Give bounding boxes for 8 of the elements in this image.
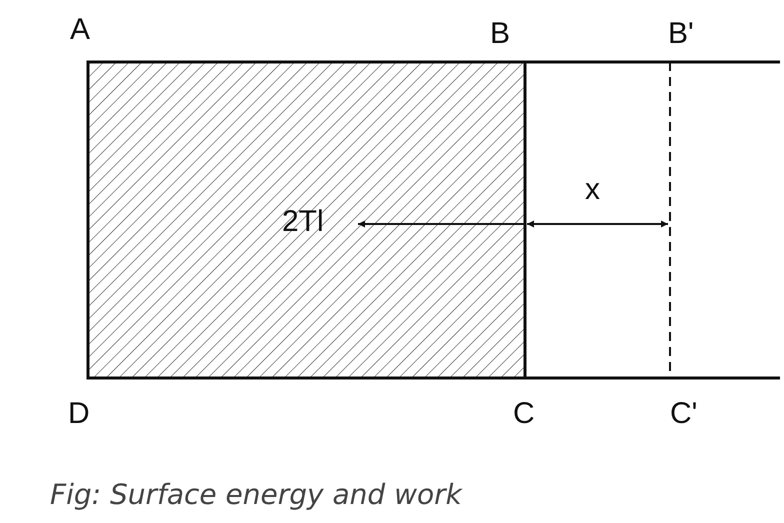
- point-label: D: [68, 398, 90, 430]
- point-label: A: [70, 14, 90, 46]
- figure-caption: Fig: Surface energy and work: [50, 478, 462, 511]
- point-label: B: [490, 18, 510, 50]
- dimension-label: x: [585, 174, 600, 206]
- point-label: C: [513, 398, 535, 430]
- point-label: C': [670, 398, 698, 430]
- point-label: B': [668, 18, 694, 50]
